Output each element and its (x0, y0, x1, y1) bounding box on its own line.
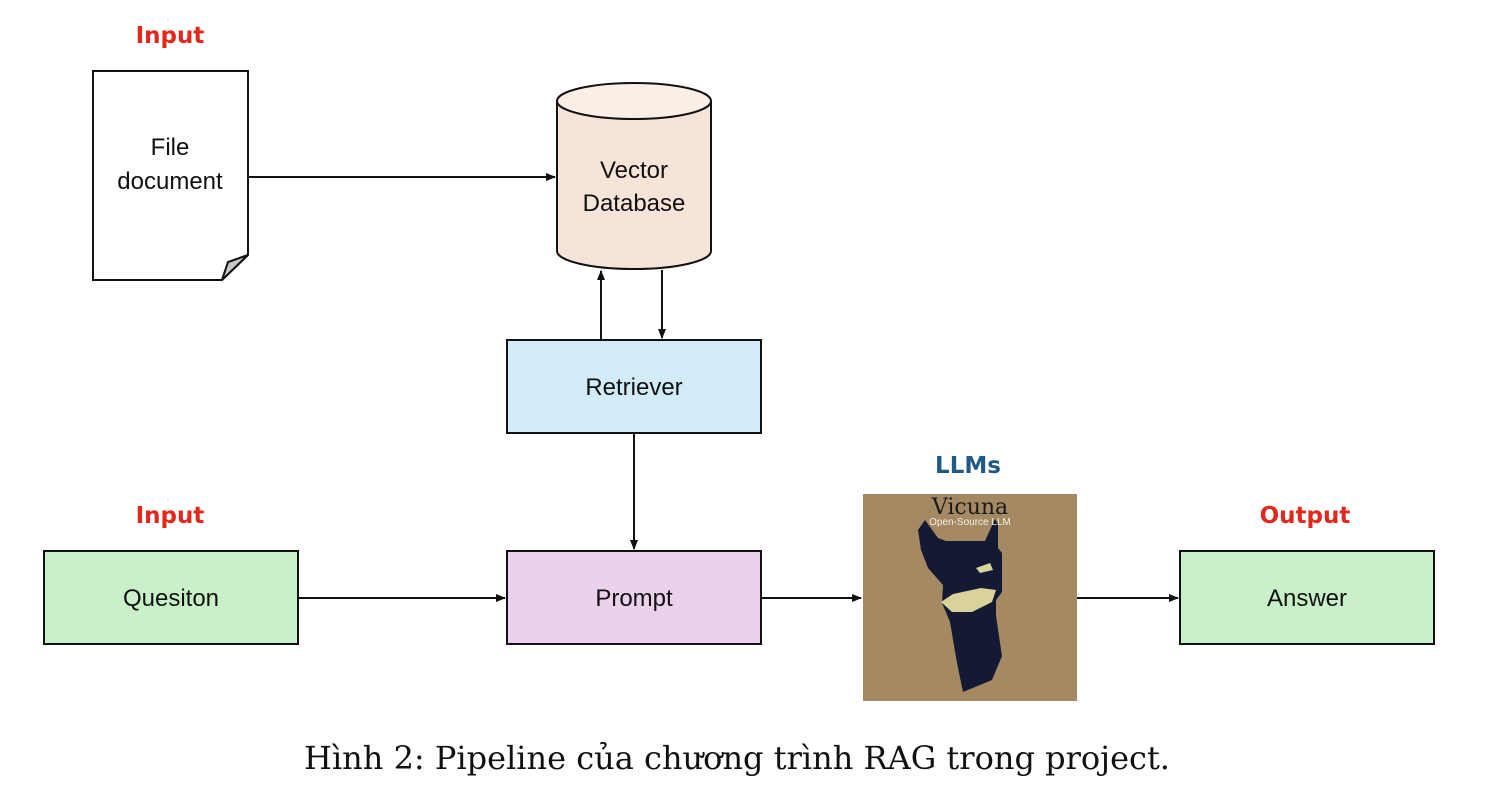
retriever-node: Retriever (506, 339, 762, 434)
retriever-box (506, 339, 762, 434)
prompt-node: Prompt (506, 550, 762, 645)
file-document-node: File document (92, 70, 249, 281)
figure-caption: Hình 2: Pipeline của chương trình RAG tr… (304, 739, 1170, 777)
output-tag: Output (1260, 503, 1351, 529)
vicuna-muzzle-accent (941, 588, 996, 612)
file-document-label-line1: File (151, 134, 190, 161)
file-document-label-line2: document (117, 168, 223, 195)
vector-database-label-line1: Vector (600, 157, 668, 184)
question-node: Quesiton (43, 550, 299, 645)
vicuna-llama-logo-icon (918, 519, 1002, 692)
document-fold (221, 254, 249, 281)
answer-node: Answer (1179, 550, 1435, 645)
question-label: Quesiton (123, 585, 219, 612)
llms-tag: LLMs (935, 453, 1001, 479)
answer-box (1179, 550, 1435, 645)
database-icon (556, 101, 712, 270)
retriever-label: Retriever (585, 374, 682, 401)
vicuna-logo-subtitle: Open-Source LLM (929, 517, 1011, 528)
llm-logo-node: Vicuna Open-Source LLM (863, 494, 1077, 701)
database-top (556, 82, 712, 120)
prompt-label: Prompt (595, 585, 673, 612)
vicuna-eye-accent (976, 563, 993, 573)
prompt-box (506, 550, 762, 645)
answer-label: Answer (1267, 585, 1347, 612)
vector-database-node: Vector Database (556, 82, 712, 270)
input-tag-top: Input (136, 23, 205, 49)
vicuna-logo-title: Vicuna (931, 495, 1008, 520)
input-tag-bottom: Input (136, 503, 205, 529)
vector-database-label-line2: Database (583, 190, 686, 217)
